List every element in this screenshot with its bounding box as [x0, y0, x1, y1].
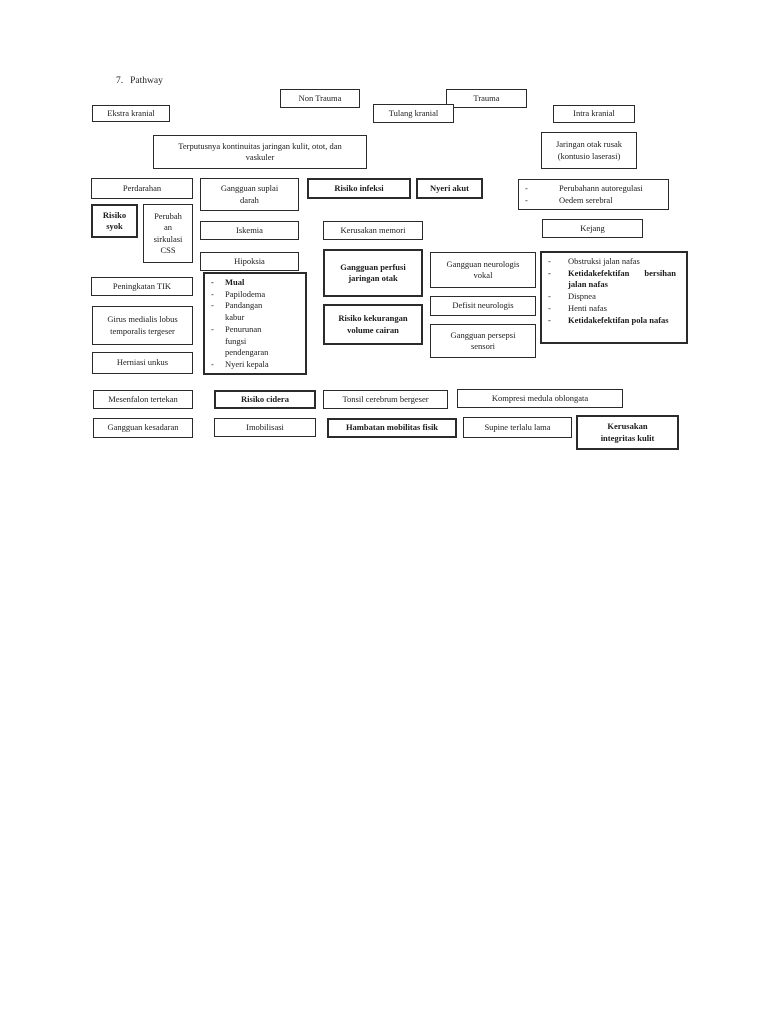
bullet-dash: - — [211, 288, 214, 299]
bullet-dash: - — [211, 277, 214, 287]
list-item: - Obstruksi jalan nafas — [548, 256, 681, 268]
node-gangguan-kesadaran: Gangguan kesadaran — [93, 418, 193, 438]
list-item-text: Papilodema — [225, 288, 266, 299]
node-ekstra-kranial: Ekstra kranial — [92, 105, 170, 122]
node-gangguan-persepsi-sensori: Gangguan persepsi sensori — [430, 324, 536, 358]
node-tik-symptoms-list: -Mual -Papilodema -Pandangan kabur -Penu… — [203, 272, 307, 375]
node-herniasi-unkus: Herniasi unkus — [92, 352, 193, 374]
list-item: -Penurunan fungsi pendengaran — [211, 324, 300, 359]
node-kerusakan-memori: Kerusakan memori — [323, 221, 423, 240]
list-item-text: Dispnea — [568, 291, 596, 302]
list-item-text: Pandangan kabur — [225, 300, 263, 323]
node-tonsil-cerebrum: Tonsil cerebrum bergeser — [323, 390, 448, 409]
list-item-text: Nyeri kepala — [225, 359, 269, 370]
node-iskemia: Iskemia — [200, 221, 299, 240]
node-risiko-syok: Risiko syok — [91, 204, 138, 238]
heading-label: Pathway — [130, 76, 163, 86]
heading-number: 7. — [116, 76, 124, 86]
node-perubahan-sirkulasi-css: Perubah an sirkulasi CSS — [143, 204, 193, 263]
node-gangguan-perfusi: Gangguan perfusi jaringan otak — [323, 249, 423, 297]
node-tulang-kranial: Tulang kranial — [373, 104, 454, 123]
list-item: -Nyeri kepala — [211, 359, 300, 371]
list-item: -Papilodema — [211, 289, 300, 301]
node-gangguan-neurologis-vokal: Gangguan neurologis vokal — [430, 252, 536, 288]
list-item: -Pandangan kabur — [211, 300, 300, 323]
list-item: - Dispnea — [548, 291, 681, 303]
node-hambatan-mobilitas: Hambatan mobilitas fisik — [327, 418, 457, 438]
node-defisit-neurologis: Defisit neurologis — [430, 296, 536, 316]
bullet-dash: - — [525, 183, 528, 193]
bullet-dash: - — [525, 194, 528, 205]
node-kejang: Kejang — [542, 219, 643, 238]
bullet-dash: - — [211, 323, 214, 334]
list-item-text: Ketidakefektifan pola nafas — [568, 314, 669, 325]
node-risiko-kekurangan-volume: Risiko kekurangan volume cairan — [323, 304, 423, 345]
list-item-text: Oedem serebral — [559, 194, 613, 205]
bullet-dash: - — [211, 300, 214, 311]
bullet-dash: - — [548, 256, 551, 266]
node-supine-terlalu-lama: Supine terlalu lama — [463, 417, 572, 438]
node-kompresi-medula: Kompresi medula oblongata — [457, 389, 623, 408]
list-item-text: Henti nafas — [568, 302, 607, 313]
node-terputusnya-kontinuitas: Terputusnya kontinuitas jaringan kulit, … — [153, 135, 367, 169]
list-item: - Ketidakefektifan pola nafas — [548, 315, 681, 327]
list-item-text: Penurunan fungsi pendengaran — [225, 323, 269, 358]
page-title: 7. Pathway — [116, 76, 163, 86]
list-item: - Oedem serebral — [525, 195, 663, 207]
bullet-dash: - — [548, 302, 551, 313]
node-nyeri-akut: Nyeri akut — [416, 178, 483, 199]
node-hipoksia: Hipoksia — [200, 252, 299, 271]
bullet-dash: - — [548, 267, 551, 278]
node-risiko-cidera: Risiko cidera — [214, 390, 316, 409]
list-item-text: Mual — [225, 277, 245, 287]
node-trauma: Trauma — [446, 89, 527, 108]
node-gangguan-suplai-darah: Gangguan suplai darah — [200, 178, 299, 211]
list-item-text: Perubahann autoregulasi — [559, 183, 643, 193]
node-risiko-infeksi: Risiko infeksi — [307, 178, 411, 199]
node-jaringan-otak-rusak: Jaringan otak rusak (kontusio laserasi) — [541, 132, 637, 169]
node-kerusakan-integritas-kulit: Kerusakan integritas kulit — [576, 415, 679, 450]
list-item: - Perubahann autoregulasi — [525, 183, 663, 195]
bullet-dash: - — [548, 314, 551, 325]
node-nafas-list: - Obstruksi jalan nafas - Ketidakefektifan… — [540, 251, 688, 344]
bullet-dash: - — [548, 291, 551, 302]
bullet-dash: - — [211, 359, 214, 370]
node-non-trauma: Non Trauma — [280, 89, 360, 108]
list-item: - Ketidakefektifan bersihan jalan nafas — [548, 268, 681, 291]
node-peningkatan-tik: Peningkatan TIK — [91, 277, 193, 296]
list-item: - Mual — [211, 277, 300, 289]
node-mesenfalon-tertekan: Mesenfalon tertekan — [93, 390, 193, 409]
list-item: - Henti nafas — [548, 303, 681, 315]
node-autoregulasi-list: - Perubahann autoregulasi - Oedem serebral — [518, 179, 669, 210]
node-intra-kranial: Intra kranial — [553, 105, 635, 123]
list-item-text: Obstruksi jalan nafas — [568, 256, 640, 266]
node-girus-medialis: Girus medialis lobus temporalis tergeser — [92, 306, 193, 345]
list-item-text: Ketidakefektifan bersihan jalan nafas — [568, 267, 676, 290]
node-perdarahan: Perdarahan — [91, 178, 193, 199]
node-imobilisasi: Imobilisasi — [214, 418, 316, 437]
